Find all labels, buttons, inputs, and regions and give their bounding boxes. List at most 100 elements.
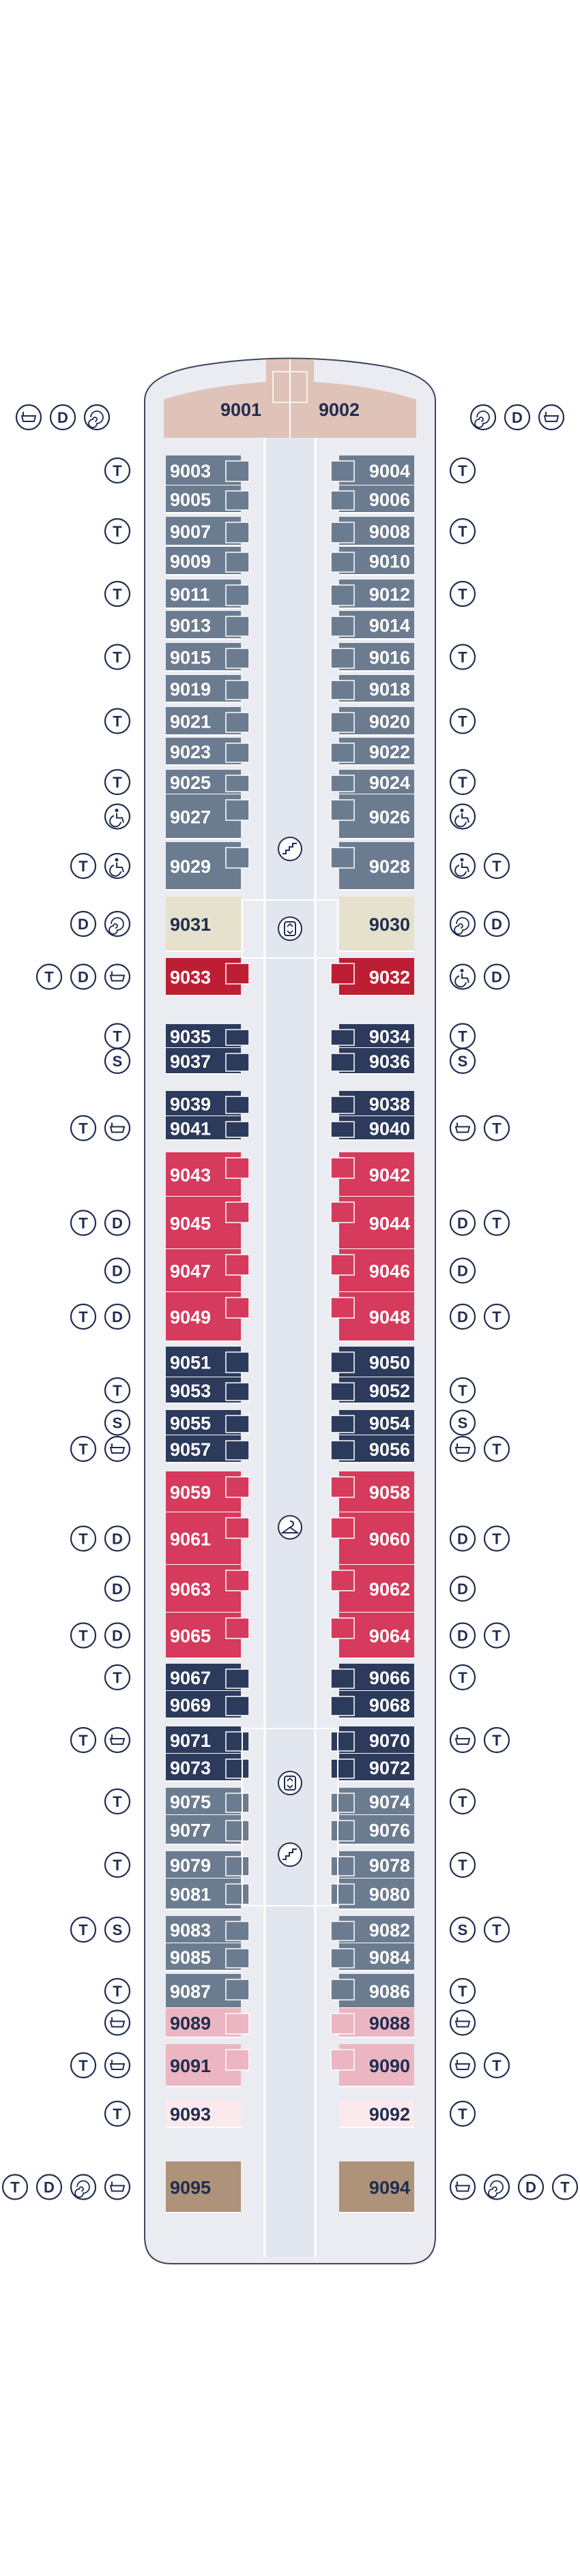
cabin-number[interactable]: 9063 bbox=[170, 1579, 211, 1600]
cabin-9049[interactable]: 9049 bbox=[166, 1292, 250, 1342]
cabin-9055[interactable]: 9055 bbox=[166, 1410, 250, 1436]
cabin-9078[interactable]: 9078 bbox=[330, 1851, 414, 1879]
cabin-number[interactable]: 9014 bbox=[369, 616, 410, 636]
cabin-number[interactable]: 9048 bbox=[369, 1307, 410, 1328]
cabin-number[interactable]: 9030 bbox=[369, 914, 410, 935]
cabin-block[interactable] bbox=[339, 2161, 414, 2213]
cabin-number[interactable]: 9058 bbox=[369, 1482, 410, 1503]
cabin-number[interactable]: 9009 bbox=[170, 552, 211, 572]
cabin-number[interactable]: 9040 bbox=[369, 1119, 410, 1139]
cabin-block[interactable] bbox=[339, 2100, 414, 2127]
cabin-number[interactable]: 9092 bbox=[369, 2104, 410, 2125]
cabin-9086[interactable]: 9086 bbox=[330, 1974, 414, 2009]
cabin-number[interactable]: 9027 bbox=[170, 807, 211, 828]
cabin-number[interactable]: 9012 bbox=[369, 584, 410, 605]
cabin-number[interactable]: 9091 bbox=[170, 2056, 211, 2076]
cabin-number[interactable]: 9004 bbox=[369, 461, 410, 481]
cabin-9048[interactable]: 9048 bbox=[330, 1292, 414, 1342]
cabin-number[interactable]: 9043 bbox=[170, 1165, 211, 1186]
cabin-number[interactable]: 9095 bbox=[170, 2178, 211, 2198]
cabin-9037[interactable]: 9037 bbox=[166, 1048, 250, 1075]
cabin-9043[interactable]: 9043 bbox=[166, 1152, 250, 1197]
cabin-number[interactable]: 9089 bbox=[170, 2013, 211, 2034]
cabin-9064[interactable]: 9064 bbox=[330, 1613, 414, 1659]
cabin-9035[interactable]: 9035 bbox=[166, 1024, 250, 1049]
cabin-9025[interactable]: 9025 bbox=[166, 770, 250, 795]
cabin-9051[interactable]: 9051 bbox=[166, 1347, 250, 1378]
cabin-number[interactable]: 9003 bbox=[170, 461, 211, 481]
cabin-number[interactable]: 9073 bbox=[170, 1758, 211, 1778]
cabin-number[interactable]: 9041 bbox=[170, 1119, 211, 1139]
cabin-9018[interactable]: 9018 bbox=[330, 675, 414, 703]
cabin-9073[interactable]: 9073 bbox=[166, 1754, 250, 1782]
cabin-number[interactable]: 9047 bbox=[170, 1261, 211, 1282]
cabin-9087[interactable]: 9087 bbox=[166, 1974, 250, 2009]
cabin-number[interactable]: 9059 bbox=[170, 1482, 211, 1503]
cabin-9050[interactable]: 9050 bbox=[330, 1347, 414, 1378]
cabin-block[interactable] bbox=[166, 897, 241, 951]
cabin-number[interactable]: 9024 bbox=[369, 773, 410, 793]
cabin-number[interactable]: 9081 bbox=[170, 1885, 211, 1905]
cabin-number[interactable]: 9052 bbox=[369, 1381, 410, 1401]
cabin-number[interactable]: 9029 bbox=[170, 856, 211, 877]
cabin-9009[interactable]: 9009 bbox=[166, 547, 250, 575]
cabin-9060[interactable]: 9060 bbox=[330, 1512, 414, 1566]
cabin-number[interactable]: 9044 bbox=[369, 1214, 410, 1234]
cabin-9028[interactable]: 9028 bbox=[330, 842, 414, 890]
cabin-number[interactable]: 9021 bbox=[170, 712, 211, 732]
cabin-number[interactable]: 9051 bbox=[170, 1353, 211, 1373]
cabin-9075[interactable]: 9075 bbox=[166, 1788, 250, 1816]
cabin-9066[interactable]: 9066 bbox=[330, 1664, 414, 1692]
cabin-9027[interactable]: 9027 bbox=[166, 794, 250, 839]
cabin-9077[interactable]: 9077 bbox=[166, 1815, 250, 1845]
cabin-number[interactable]: 9010 bbox=[369, 552, 410, 572]
cabin-number[interactable]: 9023 bbox=[170, 742, 211, 762]
cabin-9070[interactable]: 9070 bbox=[330, 1726, 414, 1754]
cabin-9061[interactable]: 9061 bbox=[166, 1512, 250, 1566]
cabin-9080[interactable]: 9080 bbox=[330, 1878, 414, 1910]
cabin-number[interactable]: 9036 bbox=[369, 1051, 410, 1072]
cabin-9023[interactable]: 9023 bbox=[166, 738, 250, 766]
cabin-number[interactable]: 9057 bbox=[170, 1439, 211, 1460]
cabin-9093[interactable]: 9093 bbox=[166, 2100, 241, 2128]
cabin-number[interactable]: 9020 bbox=[369, 712, 410, 732]
cabin-number[interactable]: 9069 bbox=[170, 1695, 211, 1716]
cabin-9053[interactable]: 9053 bbox=[166, 1377, 250, 1404]
cabin-9057[interactable]: 9057 bbox=[166, 1435, 250, 1463]
cabin-number[interactable]: 9087 bbox=[170, 1981, 211, 2002]
cabin-number[interactable]: 9080 bbox=[369, 1885, 410, 1905]
cabin-9056[interactable]: 9056 bbox=[330, 1435, 414, 1463]
cabin-number[interactable]: 9074 bbox=[369, 1792, 410, 1812]
cabin-number[interactable]: 9013 bbox=[170, 616, 211, 636]
cabin-number[interactable]: 9032 bbox=[369, 968, 410, 988]
cabin-9039[interactable]: 9039 bbox=[166, 1091, 250, 1117]
cabin-9089[interactable]: 9089 bbox=[166, 2008, 250, 2038]
cabin-number[interactable]: 9046 bbox=[369, 1261, 410, 1282]
bow-label-right[interactable]: 9002 bbox=[319, 400, 360, 420]
cabin-number[interactable]: 9038 bbox=[369, 1094, 410, 1115]
cabin-9034[interactable]: 9034 bbox=[330, 1024, 414, 1049]
cabin-number[interactable]: 9015 bbox=[170, 648, 211, 668]
cabin-9044[interactable]: 9044 bbox=[330, 1197, 414, 1250]
cabin-number[interactable]: 9039 bbox=[170, 1094, 211, 1115]
cabin-9010[interactable]: 9010 bbox=[330, 547, 414, 575]
cabin-9088[interactable]: 9088 bbox=[330, 2008, 414, 2038]
cabin-9006[interactable]: 9006 bbox=[330, 485, 414, 513]
cabin-9007[interactable]: 9007 bbox=[166, 517, 250, 546]
cabin-number[interactable]: 9025 bbox=[170, 773, 211, 793]
cabin-9038[interactable]: 9038 bbox=[330, 1091, 414, 1117]
cabin-9021[interactable]: 9021 bbox=[166, 707, 250, 736]
cabin-number[interactable]: 9093 bbox=[170, 2104, 211, 2125]
cabin-9076[interactable]: 9076 bbox=[330, 1815, 414, 1845]
cabin-number[interactable]: 9066 bbox=[369, 1668, 410, 1688]
cabin-number[interactable]: 9008 bbox=[369, 522, 410, 542]
cabin-9029[interactable]: 9029 bbox=[166, 842, 250, 890]
cabin-9022[interactable]: 9022 bbox=[330, 738, 414, 766]
cabin-number[interactable]: 9061 bbox=[170, 1529, 211, 1550]
cabin-number[interactable]: 9071 bbox=[170, 1731, 211, 1751]
cabin-9008[interactable]: 9008 bbox=[330, 517, 414, 546]
cabin-9042[interactable]: 9042 bbox=[330, 1152, 414, 1197]
cabin-9013[interactable]: 9013 bbox=[166, 611, 250, 640]
cabin-number[interactable]: 9084 bbox=[369, 1947, 410, 1968]
cabin-9069[interactable]: 9069 bbox=[166, 1691, 250, 1719]
